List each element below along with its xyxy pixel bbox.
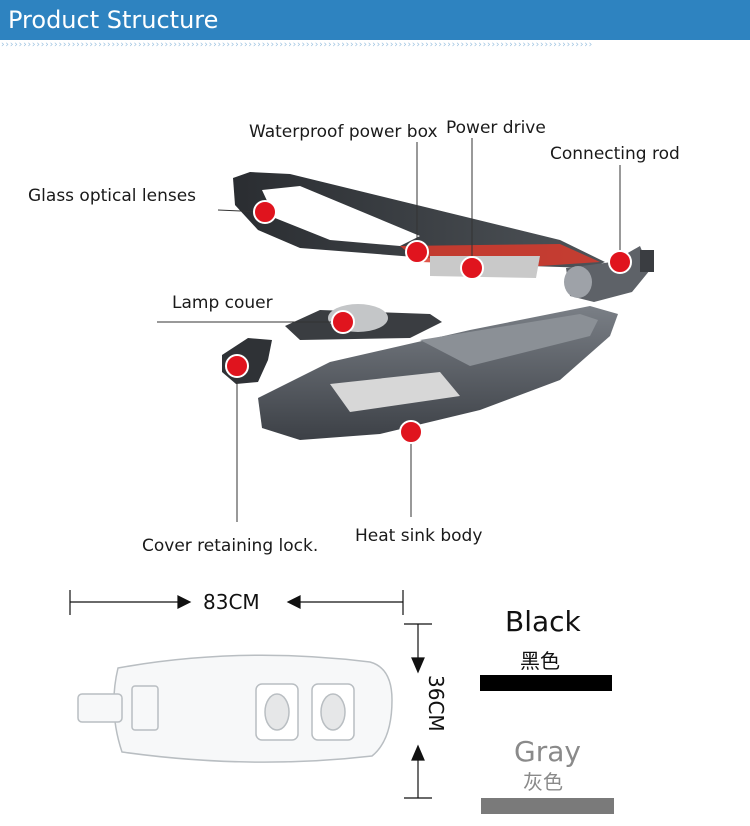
label-cover-retaining-lock: Cover retaining lock. [142, 536, 319, 556]
label-heat-sink-body: Heat sink body [355, 526, 483, 546]
color-option-gray-name: Gray [514, 735, 581, 768]
color-option-gray-name-cn: 灰色 [523, 770, 563, 794]
heat-sink-body-part [258, 306, 618, 440]
header-bar: Product Structure [0, 0, 750, 40]
top-view-outline [77, 654, 393, 763]
page-title: Product Structure [8, 6, 219, 34]
header-divider: ››››››››››››››››››››››››››››››››››››››››… [0, 41, 593, 49]
marker-lamp-cover [331, 310, 355, 334]
dimension-lines [69, 590, 432, 799]
color-swatch-black [480, 675, 612, 691]
marker-glass-lenses [253, 200, 277, 224]
length-dimension: 83CM [203, 590, 260, 614]
marker-power-drive [460, 256, 484, 280]
label-waterproof-power-box: Waterproof power box [249, 122, 438, 142]
label-glass-optical-lenses: Glass optical lenses [28, 186, 197, 206]
marker-connecting-rod [608, 250, 632, 274]
marker-power-box [405, 240, 429, 264]
leader-lines [157, 138, 621, 522]
label-lamp-couer: Lamp couer [172, 293, 273, 313]
marker-heat-sink [399, 420, 423, 444]
marker-retaining-lock [225, 354, 249, 378]
width-dimension: 36CM [424, 675, 448, 732]
color-option-black-name-cn: 黑色 [520, 649, 560, 673]
top-cover-part [233, 172, 605, 278]
color-swatch-gray [481, 798, 614, 814]
label-power-drive: Power drive [446, 118, 546, 138]
label-connecting-rod: Connecting rod [550, 144, 680, 164]
color-option-black-name: Black [505, 605, 581, 638]
